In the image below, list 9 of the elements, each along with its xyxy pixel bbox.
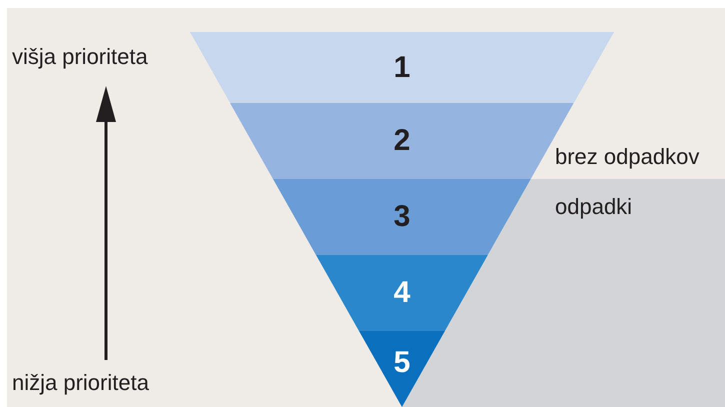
level-number: 2 <box>392 126 412 156</box>
area-label: odpadki <box>555 196 632 218</box>
axis-label: višja prioriteta <box>12 46 148 68</box>
level-number: 5 <box>392 348 412 378</box>
level-number: 1 <box>392 52 412 82</box>
area-label: brez odpadkov <box>555 146 700 168</box>
level-number: 4 <box>392 278 412 308</box>
axis-label: nižja prioriteta <box>12 372 149 394</box>
level-number: 3 <box>392 202 412 232</box>
